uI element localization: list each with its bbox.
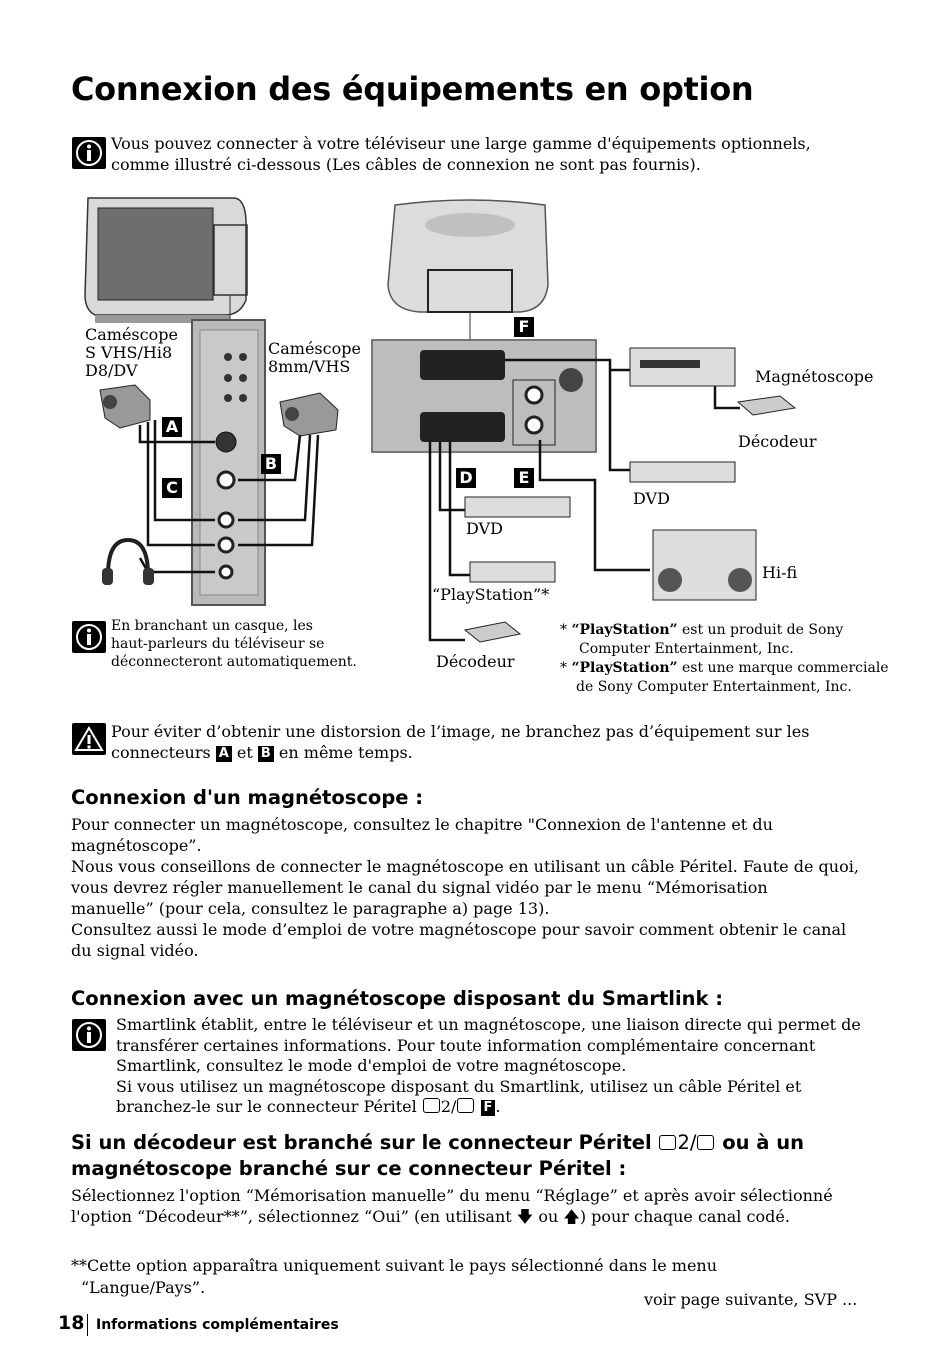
- connector-tag-f: F: [514, 317, 534, 337]
- hifi-icon: [652, 529, 757, 601]
- scart-icon: [422, 1098, 440, 1113]
- connection-diagram: [84, 197, 797, 643]
- info-icon: [72, 137, 106, 169]
- label-decodeur-right: Décodeur: [738, 432, 817, 451]
- dvd-mid-icon: [464, 496, 571, 518]
- section-decodeur-body: Sélectionnez l'option “Mémorisation manu…: [71, 1186, 833, 1226]
- connector-tag-e: E: [514, 468, 534, 488]
- label-magnetoscope: Magnétoscope: [755, 367, 874, 386]
- warning-text: Pour éviter d’obtenir une distorsion de …: [111, 722, 810, 762]
- continue-note: voir page suivante, SVP ...: [644, 1290, 858, 1309]
- label-dvd-right: DVD: [633, 489, 670, 508]
- intro-text: Vous pouvez connecter à votre téléviseur…: [111, 134, 811, 174]
- tv-side-panel: [191, 295, 266, 606]
- tv-back-illustration: [387, 199, 549, 340]
- section-smartlink-body: Smartlink établit, entre le téléviseur e…: [116, 1015, 861, 1116]
- connector-tag-c: C: [162, 478, 182, 498]
- section-magnetoscope-heading: Connexion d'un magnétoscope :: [71, 786, 424, 809]
- arrow-down-icon: 🡇: [516, 1206, 534, 1226]
- decoder-mid-icon: [463, 621, 522, 643]
- footer-divider: [87, 1314, 88, 1336]
- label-dvd-mid: DVD: [466, 519, 503, 538]
- trademark-note: * “PlayStation” est un produit de Sony C…: [560, 622, 889, 695]
- scart-panel: [371, 339, 597, 453]
- dvd-right-icon: [629, 461, 736, 483]
- section-smartlink-heading: Connexion avec un magnétoscope disposant…: [71, 987, 724, 1010]
- playstation-icon: [469, 561, 556, 583]
- footnote: **Cette option apparaîtra uniquement sui…: [71, 1256, 718, 1297]
- label-hifi: Hi-fi: [762, 563, 798, 582]
- connector-tag-a: A: [162, 417, 182, 437]
- vcr-icon: [629, 347, 736, 387]
- info-icon: [72, 1019, 106, 1051]
- camcorder-right-icon: [279, 392, 339, 437]
- smartlink-icon: [457, 1098, 475, 1113]
- section-decodeur-heading: Si un décodeur est branché sur le connec…: [71, 1131, 805, 1180]
- headphones-icon: [102, 537, 154, 585]
- camcorder-left-icon: [99, 384, 151, 429]
- connector-tag-d: D: [456, 468, 476, 488]
- tv-front-illustration: [84, 197, 248, 323]
- connector-tag-b: B: [261, 454, 281, 474]
- label-decodeur-mid: Décodeur: [436, 652, 515, 671]
- decoder-right-icon: [736, 395, 797, 416]
- smartlink-icon: [697, 1135, 715, 1150]
- info-icon: [72, 621, 106, 653]
- arrow-up-icon: 🡅: [563, 1206, 580, 1226]
- scart-icon: [659, 1135, 677, 1150]
- page-number: 18: [58, 1312, 85, 1334]
- footer-section-title: Informations complémentaires: [96, 1317, 339, 1333]
- section-magnetoscope-body: Pour connecter un magnétoscope, consulte…: [71, 815, 859, 960]
- page-title: Connexion des équipements en option: [71, 70, 754, 108]
- warning-icon: [72, 723, 106, 755]
- label-playstation: “PlayStation”*: [432, 585, 550, 604]
